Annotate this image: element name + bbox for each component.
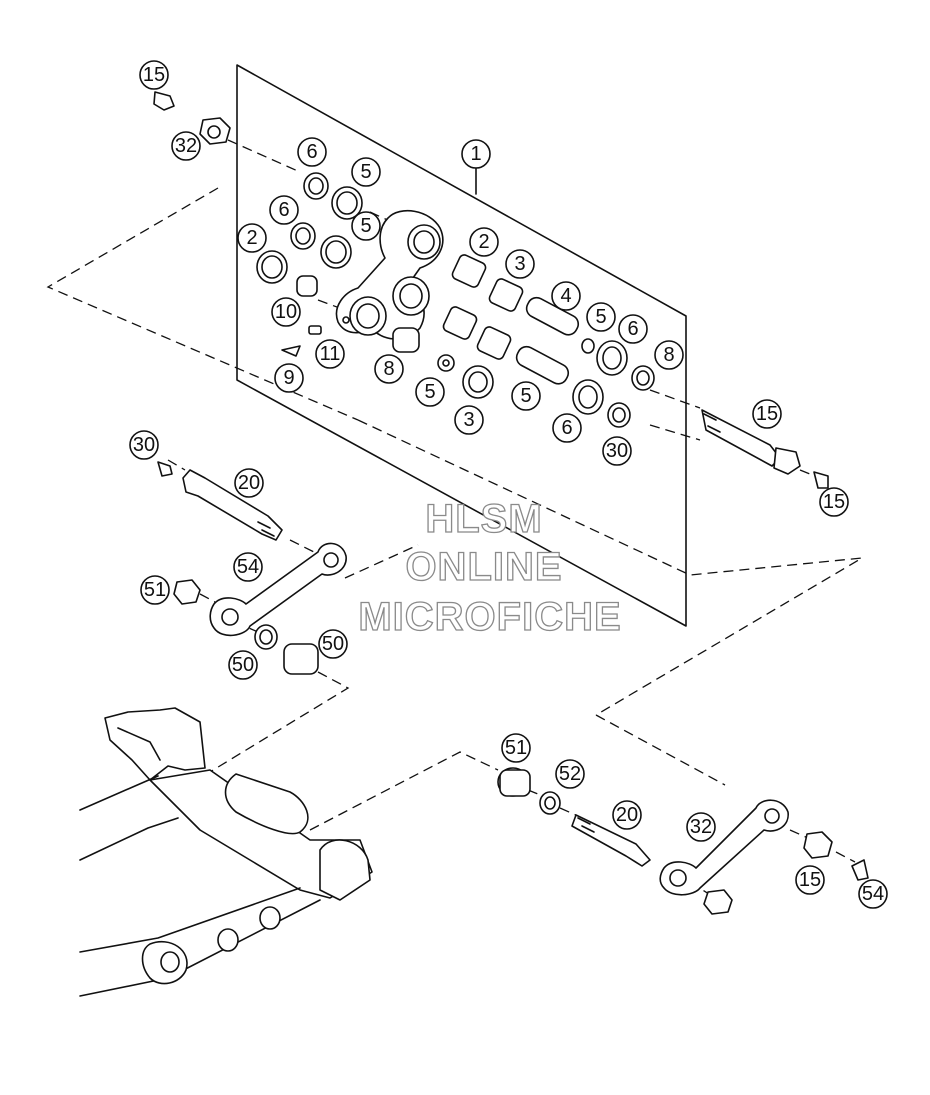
callout-label: 11 [320,343,341,365]
callout-30: 30 [129,430,159,460]
callout-32: 32 [686,812,716,842]
callout-label: 15 [756,403,778,425]
callout-8: 8 [374,354,404,384]
callout-2: 2 [469,227,499,257]
callout-label: 50 [322,633,344,655]
callout-label: 6 [561,417,572,439]
callout-label: 15 [143,64,165,86]
left-bearings-group [256,172,363,357]
callout-label: 20 [238,472,260,494]
callout-label: 5 [595,306,606,328]
callout-label: 5 [520,385,531,407]
callout-label: 8 [383,358,394,380]
callout-3: 3 [454,405,484,435]
callout-label: 5 [360,215,371,237]
tie-rods [209,542,789,896]
callout-6: 6 [297,137,327,167]
callout-8: 8 [654,340,684,370]
callout-11: 11 [315,339,345,369]
callout-54: 54 [858,879,888,909]
callout-label: 2 [246,227,257,249]
callout-30: 30 [602,436,632,466]
callout-5: 5 [586,302,616,332]
callout-label: 3 [514,253,525,275]
callout-15: 15 [139,60,169,90]
callout-label: 52 [559,763,581,785]
callout-15: 15 [752,399,782,429]
callout-label: 54 [862,883,884,905]
callout-label: 30 [606,440,628,462]
assembly-guide-lines [46,139,863,897]
callout-50: 50 [228,650,258,680]
callout-label: 5 [424,381,435,403]
callout-label: 15 [799,869,821,891]
rocker-arm [335,210,444,340]
swingarm-frame [79,707,373,997]
watermark-line-1: HLSM [425,497,542,541]
callout-5: 5 [511,381,541,411]
callout-label: 54 [237,556,259,578]
callout-label: 9 [283,367,294,389]
bolts [153,91,869,881]
callout-label: 3 [463,409,474,431]
callout-6: 6 [618,314,648,344]
callout-54: 54 [233,552,263,582]
callout-51: 51 [140,575,170,605]
callout-9: 9 [274,363,304,393]
callout-20: 20 [612,800,642,830]
callout-label: 6 [278,199,289,221]
callout-2: 2 [237,223,267,253]
linkage-kit-outline [236,64,687,627]
nuts [173,117,833,915]
callout-label: 5 [360,161,371,183]
callout-label: 1 [470,143,481,165]
callout-4: 4 [551,281,581,311]
callout-label: 15 [823,491,845,513]
callout-50: 50 [318,629,348,659]
callout-52: 52 [555,759,585,789]
callout-32: 32 [171,131,201,161]
callout-label: 10 [275,301,297,323]
callout-5: 5 [351,211,381,241]
callout-label: 6 [627,318,638,340]
callout-label: 6 [306,141,317,163]
callout-label: 51 [505,737,527,759]
callout-label: 4 [560,285,571,307]
callout-1: 1 [461,139,491,169]
callout-10: 10 [271,297,301,327]
callout-6: 6 [269,195,299,225]
callout-label: 50 [232,654,254,676]
callout-label: 2 [478,231,489,253]
callout-label: 51 [144,579,166,601]
callout-20: 20 [234,468,264,498]
callout-6: 6 [552,413,582,443]
watermark-line-3: MICROFICHE [358,595,621,639]
callout-label: 8 [663,344,674,366]
callout-15: 15 [795,865,825,895]
callout-5: 5 [415,377,445,407]
bearing-parts [392,254,655,428]
watermark-line-2: ONLINE [405,545,562,589]
callout-5: 5 [351,157,381,187]
callout-51: 51 [501,733,531,763]
callout-label: 20 [616,804,638,826]
frame-bushings [254,624,561,815]
watermark: HLSM ONLINE MICROFICHE [358,496,622,639]
callout-label: 32 [175,135,197,157]
callout-label: 30 [133,434,155,456]
callout-15: 15 [819,487,849,517]
callout-label: 32 [690,816,712,838]
callout-3: 3 [505,249,535,279]
